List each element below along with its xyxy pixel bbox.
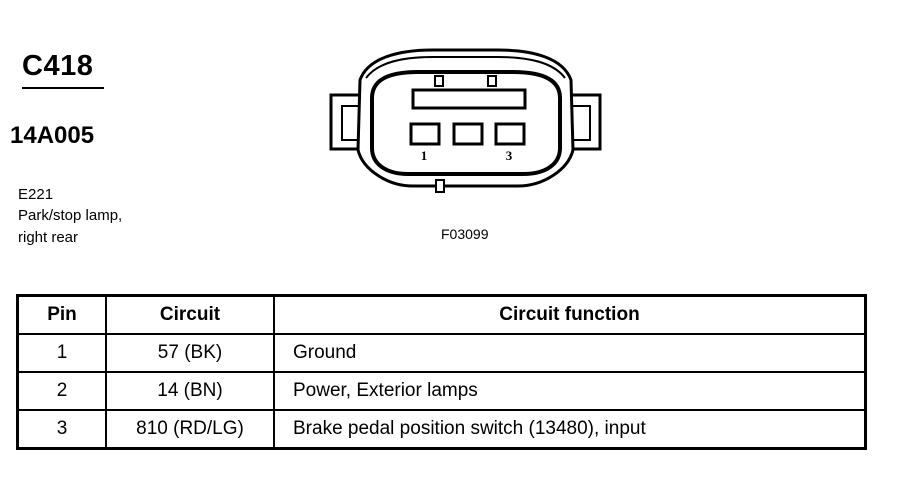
- pin-cavity-2: [452, 122, 484, 146]
- connector-cavity: [370, 70, 562, 176]
- connector-id: C418: [22, 50, 94, 82]
- component-desc-line1: Park/stop lamp,: [18, 207, 123, 224]
- cell-circuit: 57 (BK): [105, 333, 275, 373]
- top-slot: [411, 88, 527, 110]
- component-desc-line2: right rear: [18, 229, 79, 246]
- connector-id-underline: [22, 87, 104, 89]
- pin-label-3: 3: [506, 148, 513, 163]
- header-pin: Pin: [16, 294, 107, 335]
- part-number: 14A005: [10, 122, 95, 149]
- cell-function: Brake pedal position switch (13480), inp…: [273, 409, 867, 450]
- cell-circuit: 14 (BN): [105, 371, 275, 411]
- table-header-row: Pin Circuit Circuit function: [16, 294, 867, 335]
- table-row: 1 57 (BK) Ground: [16, 333, 867, 373]
- cell-pin: 2: [16, 371, 107, 411]
- pin-label-1: 1: [421, 148, 428, 163]
- cell-function: Power, Exterior lamps: [273, 371, 867, 411]
- top-key-right: [487, 75, 497, 87]
- cell-circuit: 810 (RD/LG): [105, 409, 275, 450]
- figure-id: F03099: [441, 226, 489, 242]
- cell-pin: 3: [16, 409, 107, 450]
- bottom-tab: [435, 179, 445, 193]
- connector-face-diagram: 1 3: [329, 48, 602, 193]
- top-key-left: [434, 75, 444, 87]
- pin-cavity-3: [494, 122, 526, 146]
- pin-table: Pin Circuit Circuit function 1 57 (BK) G…: [16, 294, 867, 450]
- table-row: 3 810 (RD/LG) Brake pedal position switc…: [16, 409, 867, 450]
- header-circuit-function: Circuit function: [273, 294, 867, 335]
- pin-cavity-1: [409, 122, 441, 146]
- connector-body: [356, 48, 575, 188]
- connector-rim: [365, 56, 566, 79]
- header-circuit: Circuit: [105, 294, 275, 335]
- table-row: 2 14 (BN) Power, Exterior lamps: [16, 371, 867, 411]
- cell-function: Ground: [273, 333, 867, 373]
- component-code: E221: [18, 186, 54, 203]
- cell-pin: 1: [16, 333, 107, 373]
